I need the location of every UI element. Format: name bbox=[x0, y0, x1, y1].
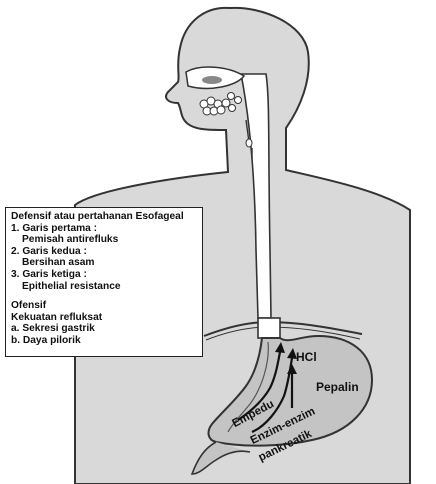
line3-desc: Epithelial resistance bbox=[11, 281, 197, 293]
line1-title: 1. Garis pertama : bbox=[11, 223, 197, 235]
lower-esophageal-sphincter bbox=[258, 318, 280, 338]
line1-desc: Pemisah antirefluks bbox=[11, 234, 197, 246]
item-b: b. Daya pilorik bbox=[11, 335, 197, 347]
line3-title: 3. Garis ketiga : bbox=[11, 269, 197, 281]
gland-small bbox=[246, 139, 252, 147]
defensive-title: Defensif atau pertahanan Esofageal bbox=[11, 211, 197, 223]
item-a: a. Sekresi gastrik bbox=[11, 323, 197, 335]
offensive-sub: Kekuatan refluksat bbox=[11, 312, 197, 324]
offensive-title: Ofensif bbox=[11, 300, 197, 312]
pepsin-label: Pepalin bbox=[316, 380, 359, 394]
tongue bbox=[202, 76, 222, 84]
hcl-label: HCl bbox=[296, 350, 317, 364]
line2-desc: Bersihan asam bbox=[11, 257, 197, 269]
legend-box: Defensif atau pertahanan Esofageal 1. Ga… bbox=[5, 207, 203, 357]
line2-title: 2. Garis kedua : bbox=[11, 246, 197, 258]
